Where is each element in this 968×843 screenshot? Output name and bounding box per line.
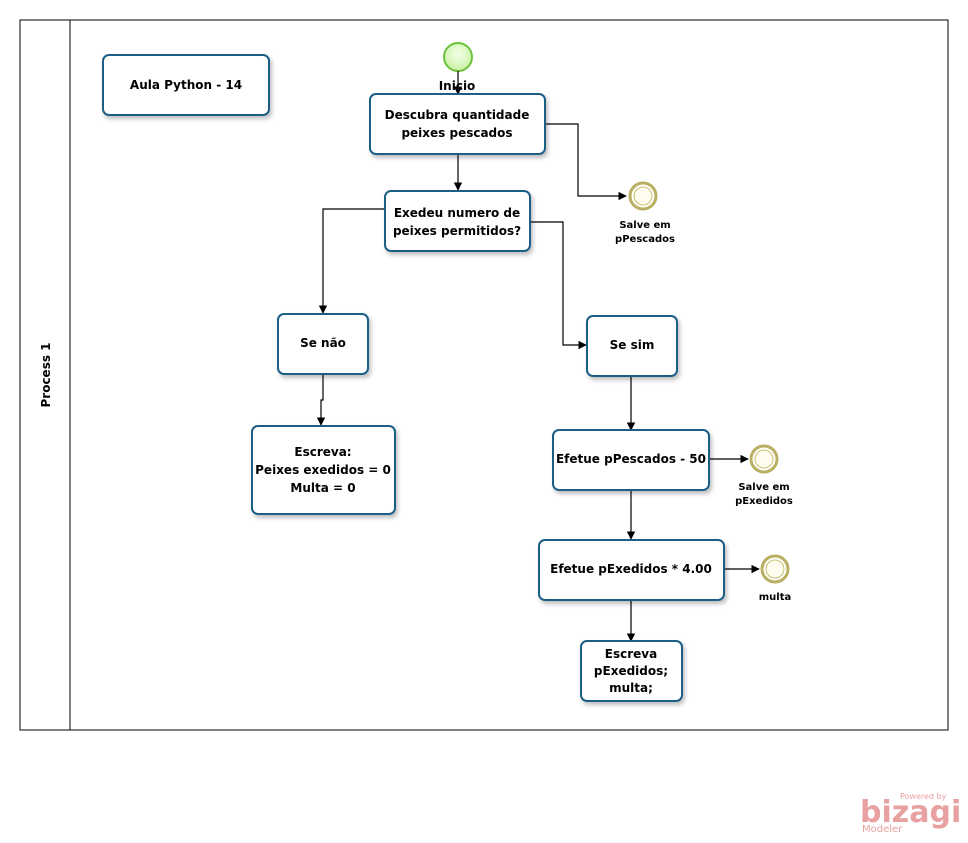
multa-label: multa [759, 592, 792, 603]
task-descubra[interactable]: Descubra quantidade peixes pescados [369, 93, 546, 155]
task-exedeu-line1: Exedeu numero de [394, 206, 520, 220]
title-box[interactable]: Aula Python - 14 [102, 54, 270, 116]
flow-descubra-to-salve-pescados [545, 123, 627, 201]
flow-exedeu-to-se-sim [530, 221, 587, 350]
salve-exedidos-line2: pExedidos [735, 496, 793, 507]
task-escreva-zero[interactable]: Escreva: Peixes exedidos = 0 Multa = 0 [251, 425, 396, 515]
task-se-nao[interactable]: Se não [277, 313, 369, 375]
escreva-final-line2: pExedidos; [594, 664, 668, 678]
end-event-salve-pescados[interactable]: Salve em pPescados [615, 181, 675, 245]
escreva-zero-line3: Multa = 0 [290, 481, 355, 495]
efetue-pescados-label: Efetue pPescados - 50 [556, 452, 706, 466]
start-event-label: Inicio [439, 79, 476, 93]
salve-pescados-line2: pPescados [615, 234, 675, 245]
logo-name: bizagi [860, 795, 961, 830]
task-exedeu-line2: peixes permitidos? [393, 224, 521, 238]
salve-exedidos-line1: Salve em [738, 482, 789, 493]
end-event-multa[interactable]: multa [759, 554, 792, 603]
flow-exedeu-to-se-nao [318, 208, 386, 314]
task-efetue-pescados[interactable]: Efetue pPescados - 50 [552, 429, 710, 491]
salve-pescados-line1: Salve em [619, 220, 670, 231]
logo-powered-by: Powered by [900, 792, 947, 801]
task-exedeu[interactable]: Exedeu numero de peixes permitidos? [384, 190, 531, 252]
task-se-sim[interactable]: Se sim [586, 315, 678, 377]
bizagi-logo: Powered by bizagi Modeler [860, 792, 961, 835]
logo-product: Modeler [862, 824, 903, 835]
escreva-final-line3: multa; [609, 681, 653, 695]
title-text: Aula Python - 14 [130, 78, 242, 92]
task-se-nao-label: Se não [300, 336, 346, 350]
escreva-final-line1: Escreva [605, 647, 657, 661]
flow-se-nao-to-escreva [316, 374, 326, 426]
task-efetue-exedidos[interactable]: Efetue pExedidos * 4.00 [538, 539, 725, 601]
sequence-flows [316, 71, 760, 642]
end-event-salve-exedidos[interactable]: Salve em pExedidos [735, 444, 793, 507]
escreva-zero-line1: Escreva: [294, 445, 351, 459]
lane-label: Process 1 [39, 342, 53, 407]
task-descubra-line1: Descubra quantidade [385, 108, 530, 122]
escreva-zero-line2: Peixes exedidos = 0 [255, 463, 391, 477]
task-se-sim-label: Se sim [610, 338, 655, 352]
efetue-exedidos-label: Efetue pExedidos * 4.00 [550, 562, 712, 576]
task-descubra-line2: peixes pescados [401, 126, 512, 140]
task-escreva-final[interactable]: Escreva pExedidos; multa; [580, 640, 683, 702]
